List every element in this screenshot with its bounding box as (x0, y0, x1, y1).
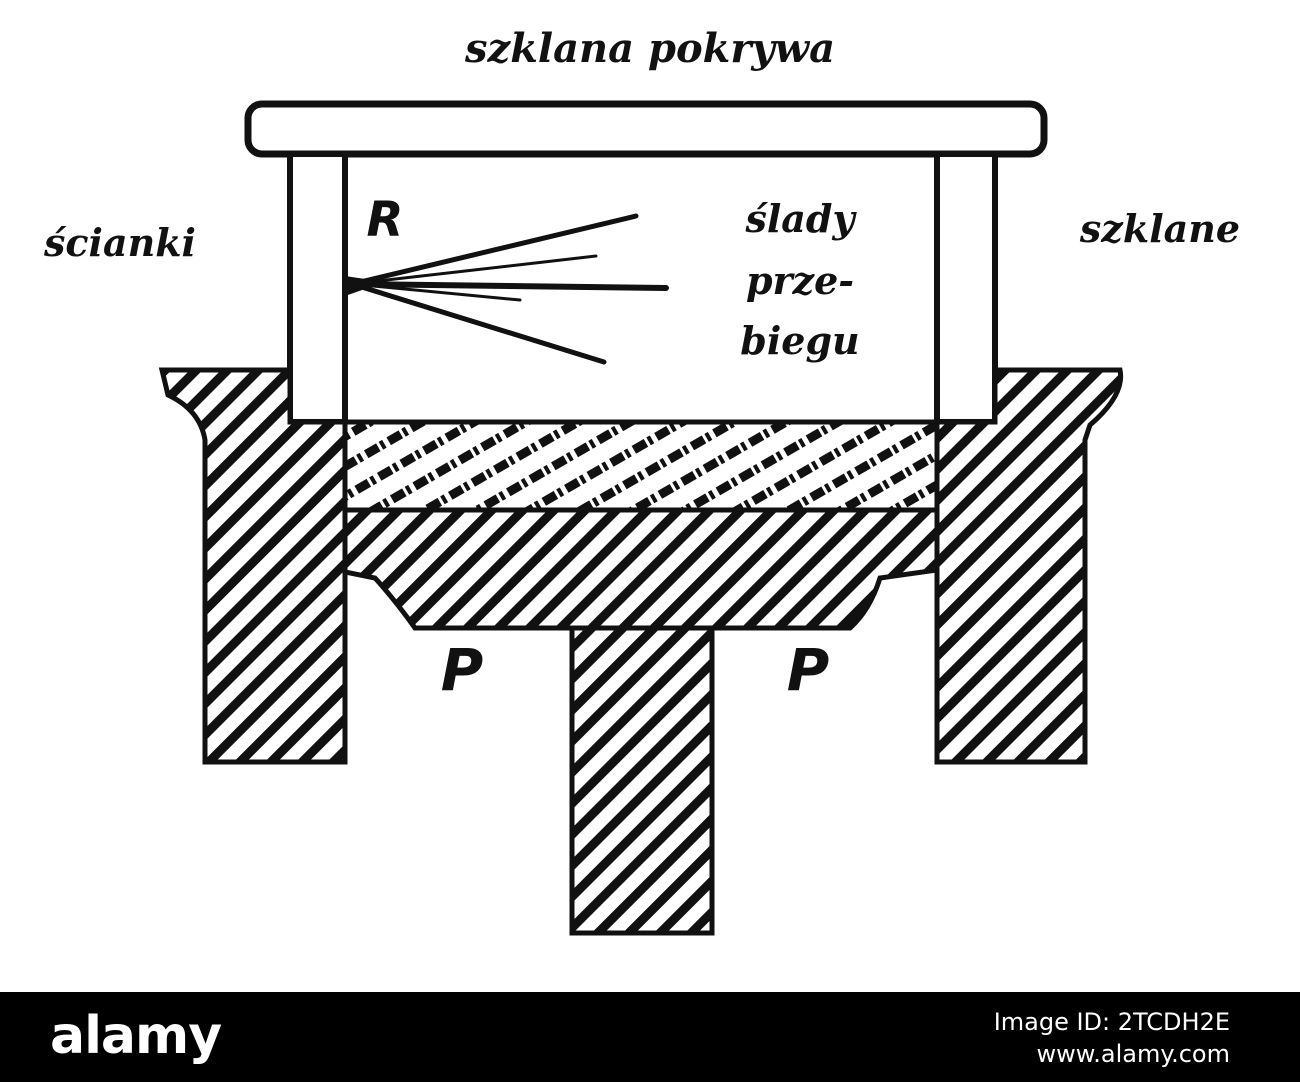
glass-wall-left (287, 151, 348, 425)
label-walls-left: ścianki (43, 220, 196, 265)
label-piston-right: P (787, 636, 830, 704)
label-glass-lid: szklana pokrywa (464, 25, 835, 72)
piston-rod (569, 625, 715, 936)
label-tracks-line2: prze- (746, 258, 854, 303)
stock-footer-bar: alamy Image ID: 2TCDH2E www.alamy.com (0, 992, 1300, 1082)
diagram-canvas: szklana pokrywa ścianki szklane R ślady … (43, 25, 1240, 936)
source-point (345, 276, 385, 296)
label-piston-left: P (441, 636, 484, 704)
housing-left (158, 367, 348, 765)
housing-right (934, 367, 1124, 765)
piston-head (342, 507, 940, 631)
label-tracks-line1: ślady (744, 196, 857, 241)
glass-lid (244, 100, 1048, 158)
stock-url-text: www.alamy.com (1036, 1040, 1230, 1068)
liquid-layer (342, 419, 940, 513)
label-tracks-line3: biegu (740, 318, 859, 363)
particle-tracks (349, 213, 669, 365)
label-source-r: R (367, 192, 404, 248)
glass-wall-right (934, 151, 998, 425)
label-walls-right: szklane (1079, 206, 1240, 251)
alamy-logo: alamy (50, 1006, 222, 1066)
image-id-text: Image ID: 2TCDH2E (993, 1008, 1230, 1036)
cloud-chamber-diagram: szklana pokrywa ścianki szklane R ślady … (43, 25, 1240, 936)
